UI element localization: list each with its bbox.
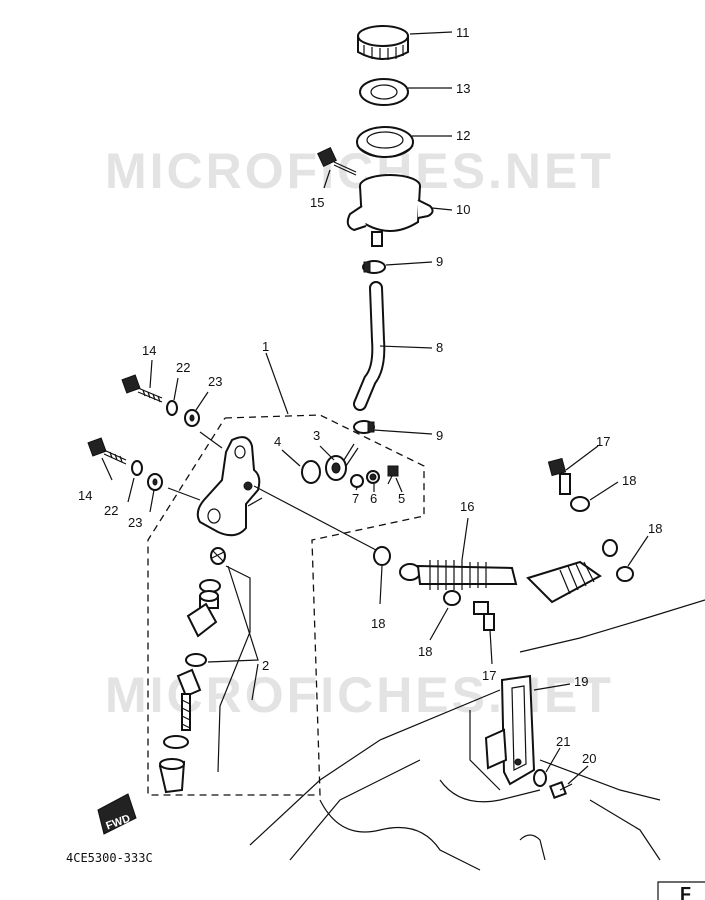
callout-17-lower: 17 [482,668,496,683]
watermark-top: MICROFICHES.NET [105,143,614,199]
callout-16: 16 [460,499,474,514]
reservoir-tank [346,174,434,247]
leader-lines [101,31,649,785]
master-cylinder-body [196,436,263,537]
bolt-17-upper [547,457,571,495]
diaphragm-plate [359,78,409,106]
screw-5 [387,465,399,485]
callout-11: 11 [456,25,470,40]
callout-9-upper: 9 [436,254,443,269]
frame-outline [249,599,705,871]
callout-12: 12 [456,128,470,143]
callout-15: 15 [310,195,324,210]
callout-18-center: 18 [371,616,385,631]
front-direction-stamp: FWD [97,793,137,835]
brake-hose [399,539,618,604]
hose-clamp-lower [353,420,375,434]
callout-19: 19 [574,674,588,689]
callout-14-upper: 14 [142,343,156,358]
callout-13: 13 [456,81,470,96]
bolt-14-upper [121,374,163,403]
washer-21 [533,769,547,787]
lock-washer-22-lower [131,460,143,476]
nut-6-hole [369,473,377,481]
callout-10: 10 [456,202,470,217]
callout-labels: 11 13 12 15 10 9 8 9 1 14 22 23 4 3 7 6 … [78,25,662,766]
gasket-18-upper-left [373,546,391,566]
screw-15 [317,147,357,176]
callout-4: 4 [274,434,281,449]
callout-18-lower: 18 [418,644,432,659]
reservoir-hose [353,281,386,411]
callout-23-lower: 23 [128,515,142,530]
callout-5: 5 [398,491,405,506]
lock-washer-22-upper [166,400,178,416]
hose-clamp-upper [362,260,386,274]
callout-3: 3 [313,428,320,443]
callout-6: 6 [370,491,377,506]
callout-22-upper: 22 [176,360,190,375]
reservoir-cap [357,25,409,60]
gasket-18-right-lower [616,566,634,582]
diagram-reference-code: 4CE5300-333C [66,851,153,865]
callout-22-lower: 22 [104,503,118,518]
callout-2: 2 [262,658,269,673]
callout-18-right-upper: 18 [622,473,636,488]
bolt-17-lower [473,601,495,631]
piston-kit [158,547,226,794]
callout-20: 20 [582,751,596,766]
inlet-fitting-3 [325,443,359,481]
callout-21: 21 [556,734,570,749]
diaphragm [356,126,414,158]
callout-7: 7 [352,491,359,506]
callout-8: 8 [436,340,443,355]
front-marker: F [657,881,705,900]
callout-17-upper: 17 [596,434,610,449]
washer-23-upper-hole [189,414,195,422]
callout-1: 1 [262,339,269,354]
callout-23-upper: 23 [208,374,222,389]
o-ring-4 [301,460,321,484]
bolt-14-lower [87,437,127,465]
gasket-18-right-upper [570,496,590,512]
master-cylinder-assembly-outline [147,414,425,796]
washer-7 [350,474,364,488]
callout-9-lower: 9 [436,428,443,443]
bolt-20 [549,781,573,799]
washer-23-lower-hole [152,478,158,486]
bracket-19 [484,674,536,786]
front-marker-text: F [680,884,691,900]
gasket-18-lower-left [443,590,461,606]
callout-18-right-lower: 18 [648,521,662,536]
callout-14-lower: 14 [78,488,92,503]
piston-kit-bracket [217,565,251,773]
